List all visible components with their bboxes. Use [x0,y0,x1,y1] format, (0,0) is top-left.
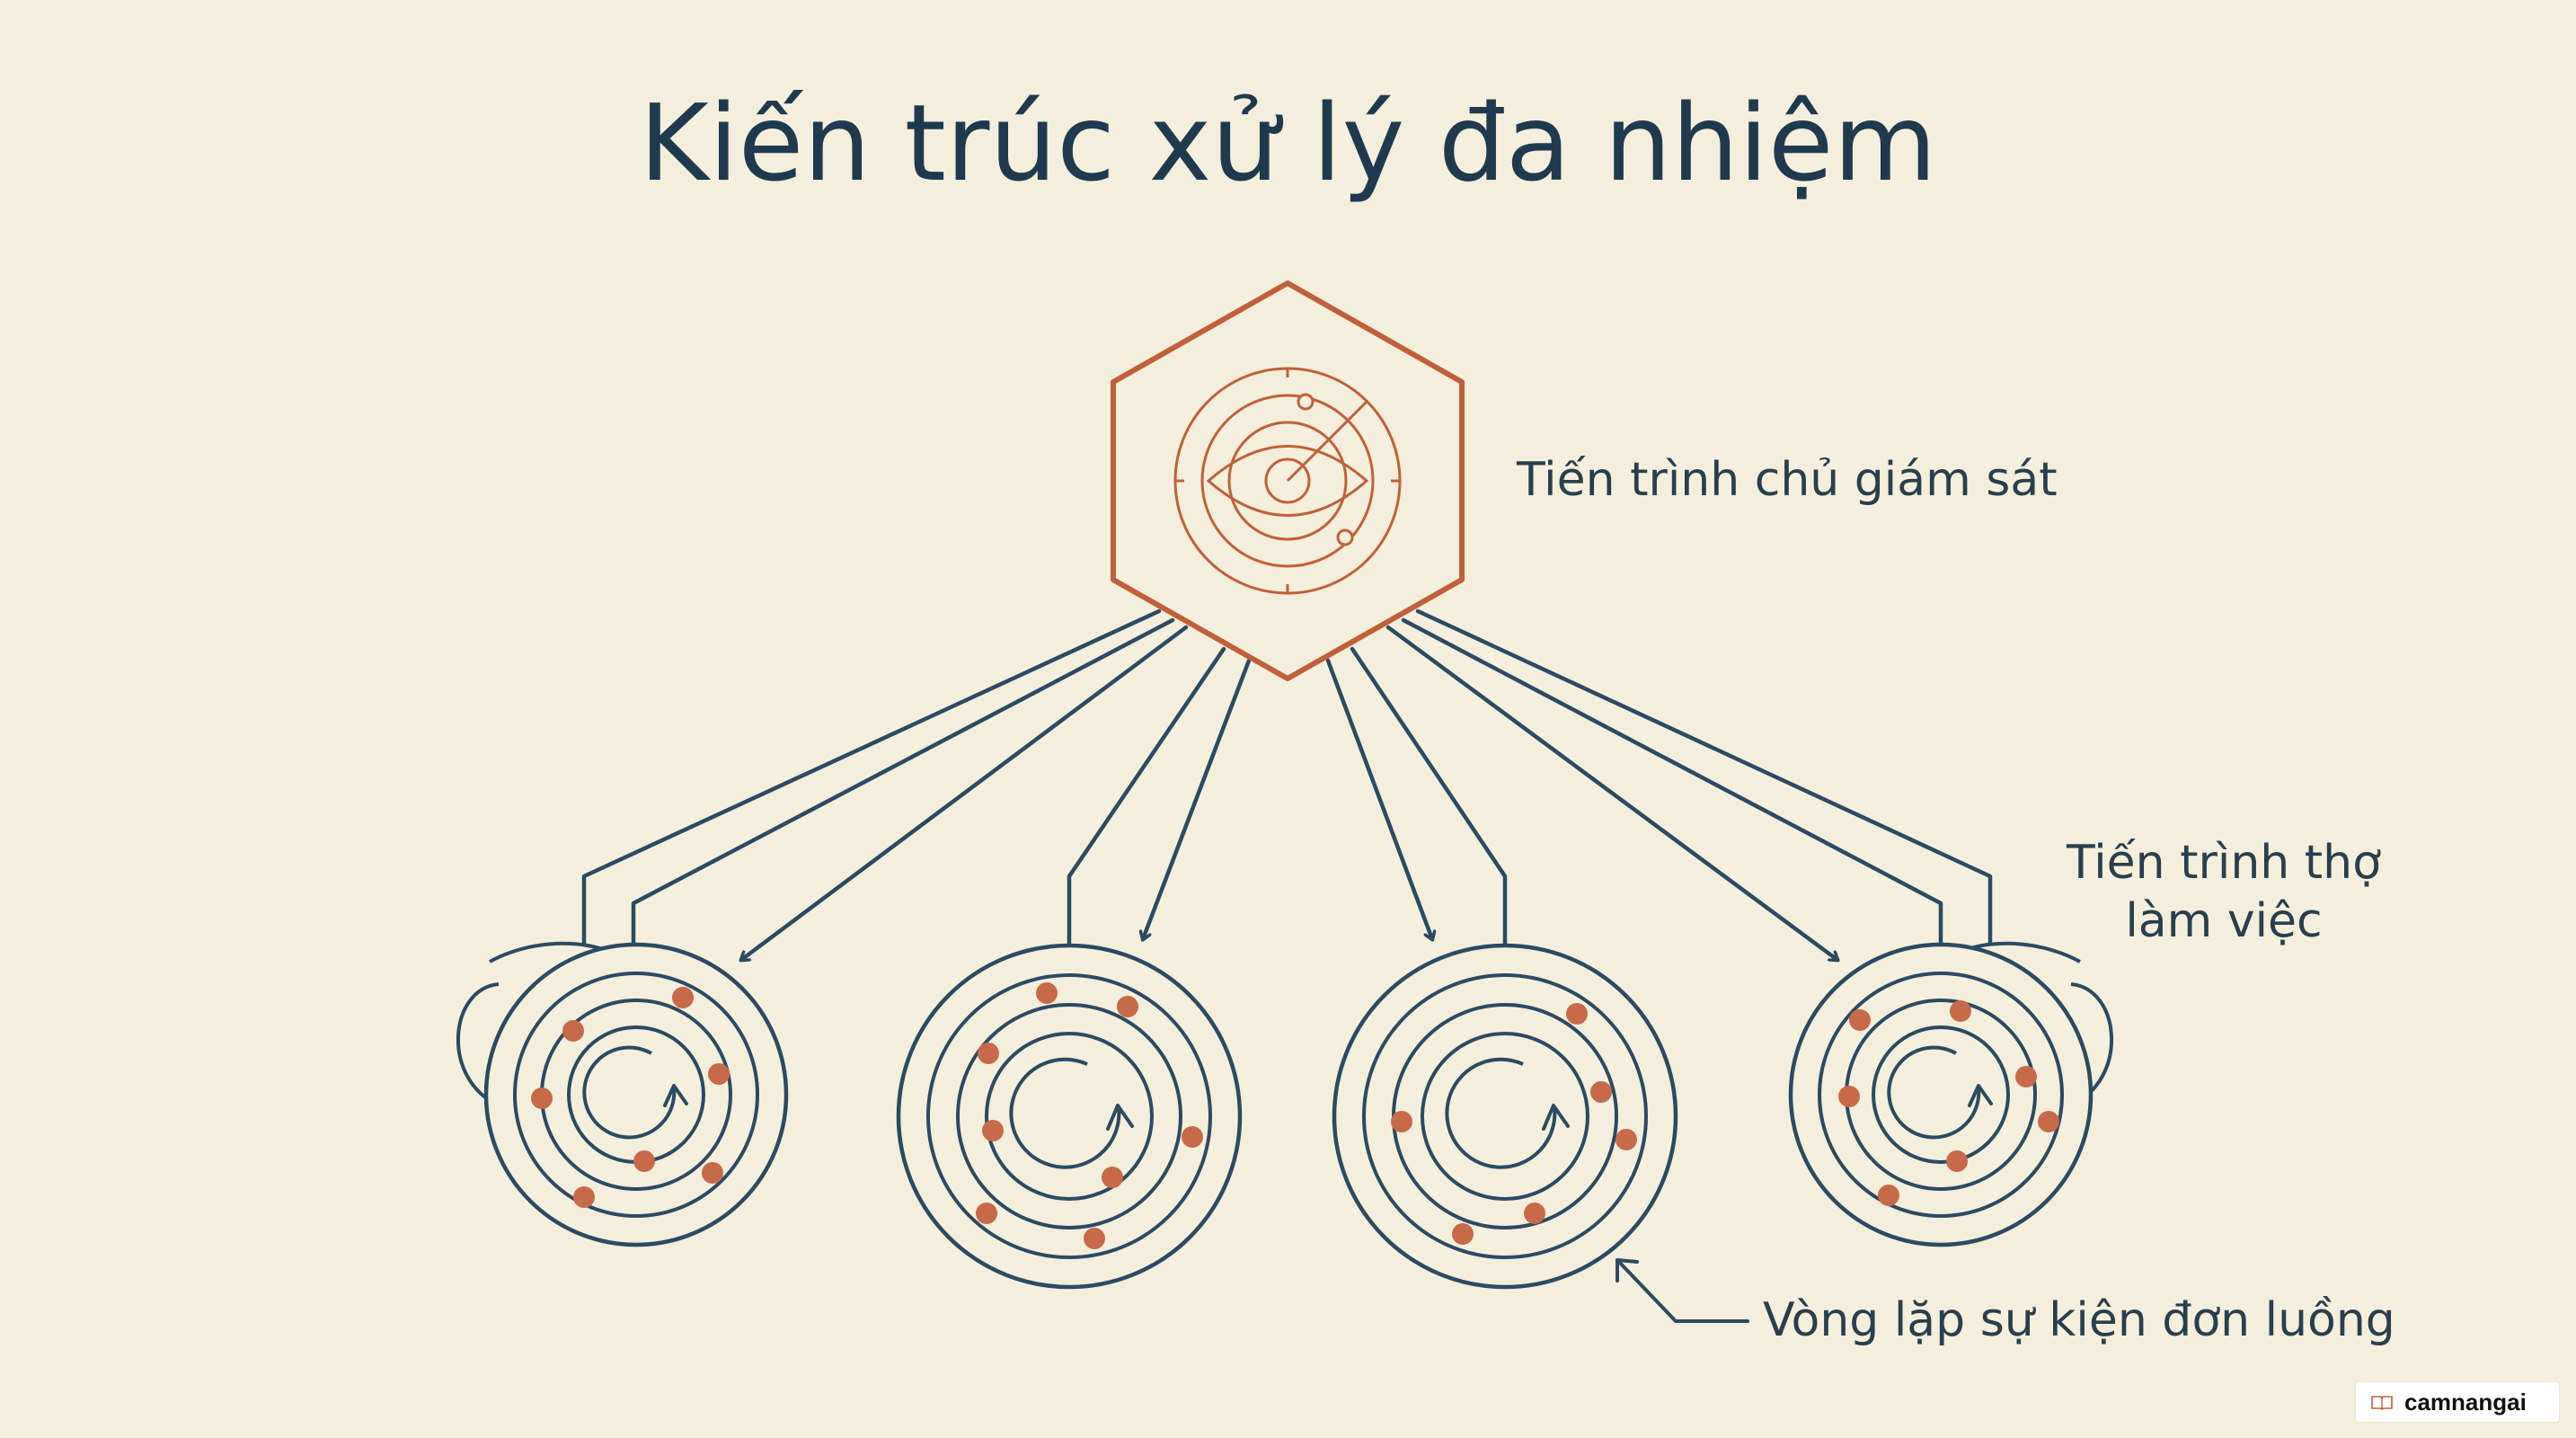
connector-arrow [1325,658,1432,939]
connector-line [1415,608,1993,946]
worker-node [896,943,1243,1290]
event-dots [531,987,730,1208]
supervisor-node [1111,280,1465,681]
event-dots [976,982,1203,1249]
worker-node [1788,941,2113,1247]
brand-badge[interactable]: camnangai [2356,1382,2559,1422]
spiral-loop-icon [926,973,1212,1259]
supervisor-label: Tiến trình chủ giám sát [1517,453,2058,507]
book-icon [2371,1396,2393,1410]
worker-label-line2: làm việc [2125,894,2323,948]
event-loop-label: Vòng lặp sự kiện đơn luồng [1763,1293,2395,1347]
connectors [581,608,1993,960]
event-dots [1391,1003,1637,1245]
event-loop-pointer [1616,1258,1749,1323]
worker-bulge [456,982,500,1107]
page-title: Kiến trúc xử lý đa nhiệm [639,81,1937,205]
connector-line [1401,617,1943,946]
connector-arrow [741,625,1189,960]
connector-line [581,608,1162,946]
worker-label-line1: Tiến trình thợ [2067,836,2381,890]
connector-arrow [1143,658,1252,939]
connector-line [1350,646,1508,946]
worker-node [1332,943,1678,1290]
eye-radar-icon [1173,367,1402,595]
event-dots [1838,1000,2059,1206]
connector-line [1067,646,1226,946]
connector-arrow [1385,625,1837,960]
brand-name: camnangai [2404,1388,2527,1416]
worker-node [456,941,789,1247]
connector-line [631,617,1175,946]
worker-label: Tiến trình thợ làm việc [2040,834,2408,951]
